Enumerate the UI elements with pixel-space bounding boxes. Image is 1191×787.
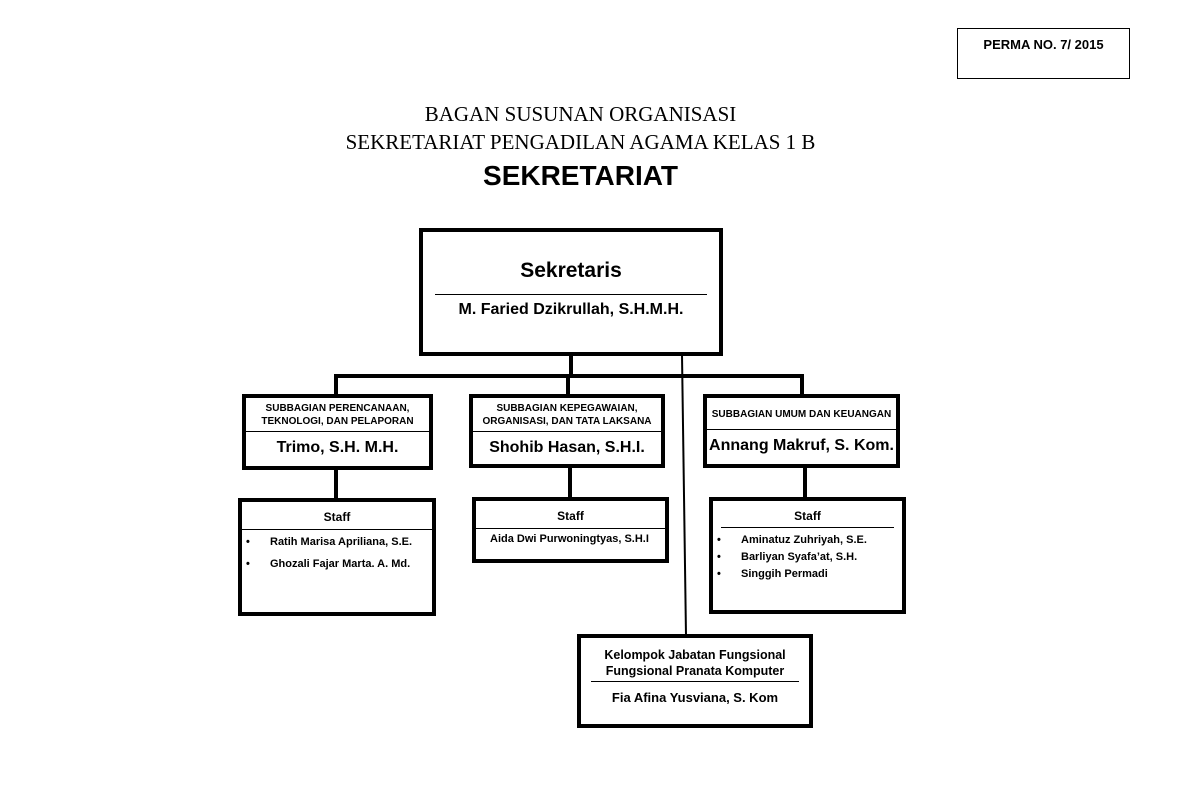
functional-name: Fia Afina Yusviana, S. Kom — [611, 690, 779, 705]
staff-label: Staff — [323, 510, 351, 524]
reference-label: PERMA NO. 7/ 2015 — [983, 37, 1104, 52]
functional-group: Kelompok Jabatan Fungsional — [604, 648, 786, 662]
sub-name: Annang Makruf, S. Kom. — [709, 437, 894, 454]
head-position: Sekretaris — [520, 259, 622, 282]
sub-name: Shohib Hasan, S.H.I. — [489, 439, 645, 456]
staff-label: Staff — [557, 509, 584, 523]
title-line-2: SEKRETARIAT PENGADILAN AGAMA KELAS 1 B — [345, 130, 816, 154]
title-line-3: SEKRETARIAT — [483, 160, 678, 191]
sub-position: SUBBAGIAN PERENCANAAN, TEKNOLOGI, DAN PE… — [261, 403, 414, 427]
staff-item: Ghozali Fajar Marta. A. Md. — [242, 557, 432, 571]
functional-box: Kelompok Jabatan Fungsional Fungsional P… — [577, 634, 813, 728]
sub-position: SUBBAGIAN UMUM DAN KEUANGAN — [711, 409, 892, 420]
staff-box-1: Staff Ratih Marisa Apriliana, S.E. Ghoza… — [238, 498, 436, 616]
sub-box-1: SUBBAGIAN PERENCANAAN, TEKNOLOGI, DAN PE… — [242, 394, 433, 470]
sub-box-2: SUBBAGIAN KEPEGAWAIAN, ORGANISASI, DAN T… — [469, 394, 665, 468]
sub-name: Trimo, S.H. M.H. — [276, 439, 399, 456]
staff-item: Aida Dwi Purwoningtyas, S.H.I — [490, 533, 649, 545]
functional-position: Fungsional Pranata Komputer — [605, 664, 785, 678]
staff-box-2: Staff Aida Dwi Purwoningtyas, S.H.I — [472, 497, 669, 563]
head-box: Sekretaris M. Faried Dzikrullah, S.H.M.H… — [419, 228, 723, 356]
sub-position: SUBBAGIAN KEPEGAWAIAN, ORGANISASI, DAN T… — [482, 403, 652, 427]
staff-box-3: Staff Aminatuz Zuhriyah, S.E. Barliyan S… — [709, 497, 906, 614]
sub-box-3: SUBBAGIAN UMUM DAN KEUANGAN Annang Makru… — [703, 394, 900, 468]
staff-item: Ratih Marisa Apriliana, S.E. — [242, 535, 432, 549]
staff-label: Staff — [794, 509, 821, 523]
staff-item: Aminatuz Zuhriyah, S.E. — [713, 533, 902, 547]
reference-box: PERMA NO. 7/ 2015 — [957, 28, 1130, 79]
staff-item: Singgih Permadi — [713, 567, 902, 581]
title-line-1: BAGAN SUSUNAN ORGANISASI — [424, 102, 737, 126]
staff-item: Barliyan Syafa’at, S.H. — [713, 550, 902, 564]
head-name: M. Faried Dzikrullah, S.H.M.H. — [458, 301, 684, 318]
